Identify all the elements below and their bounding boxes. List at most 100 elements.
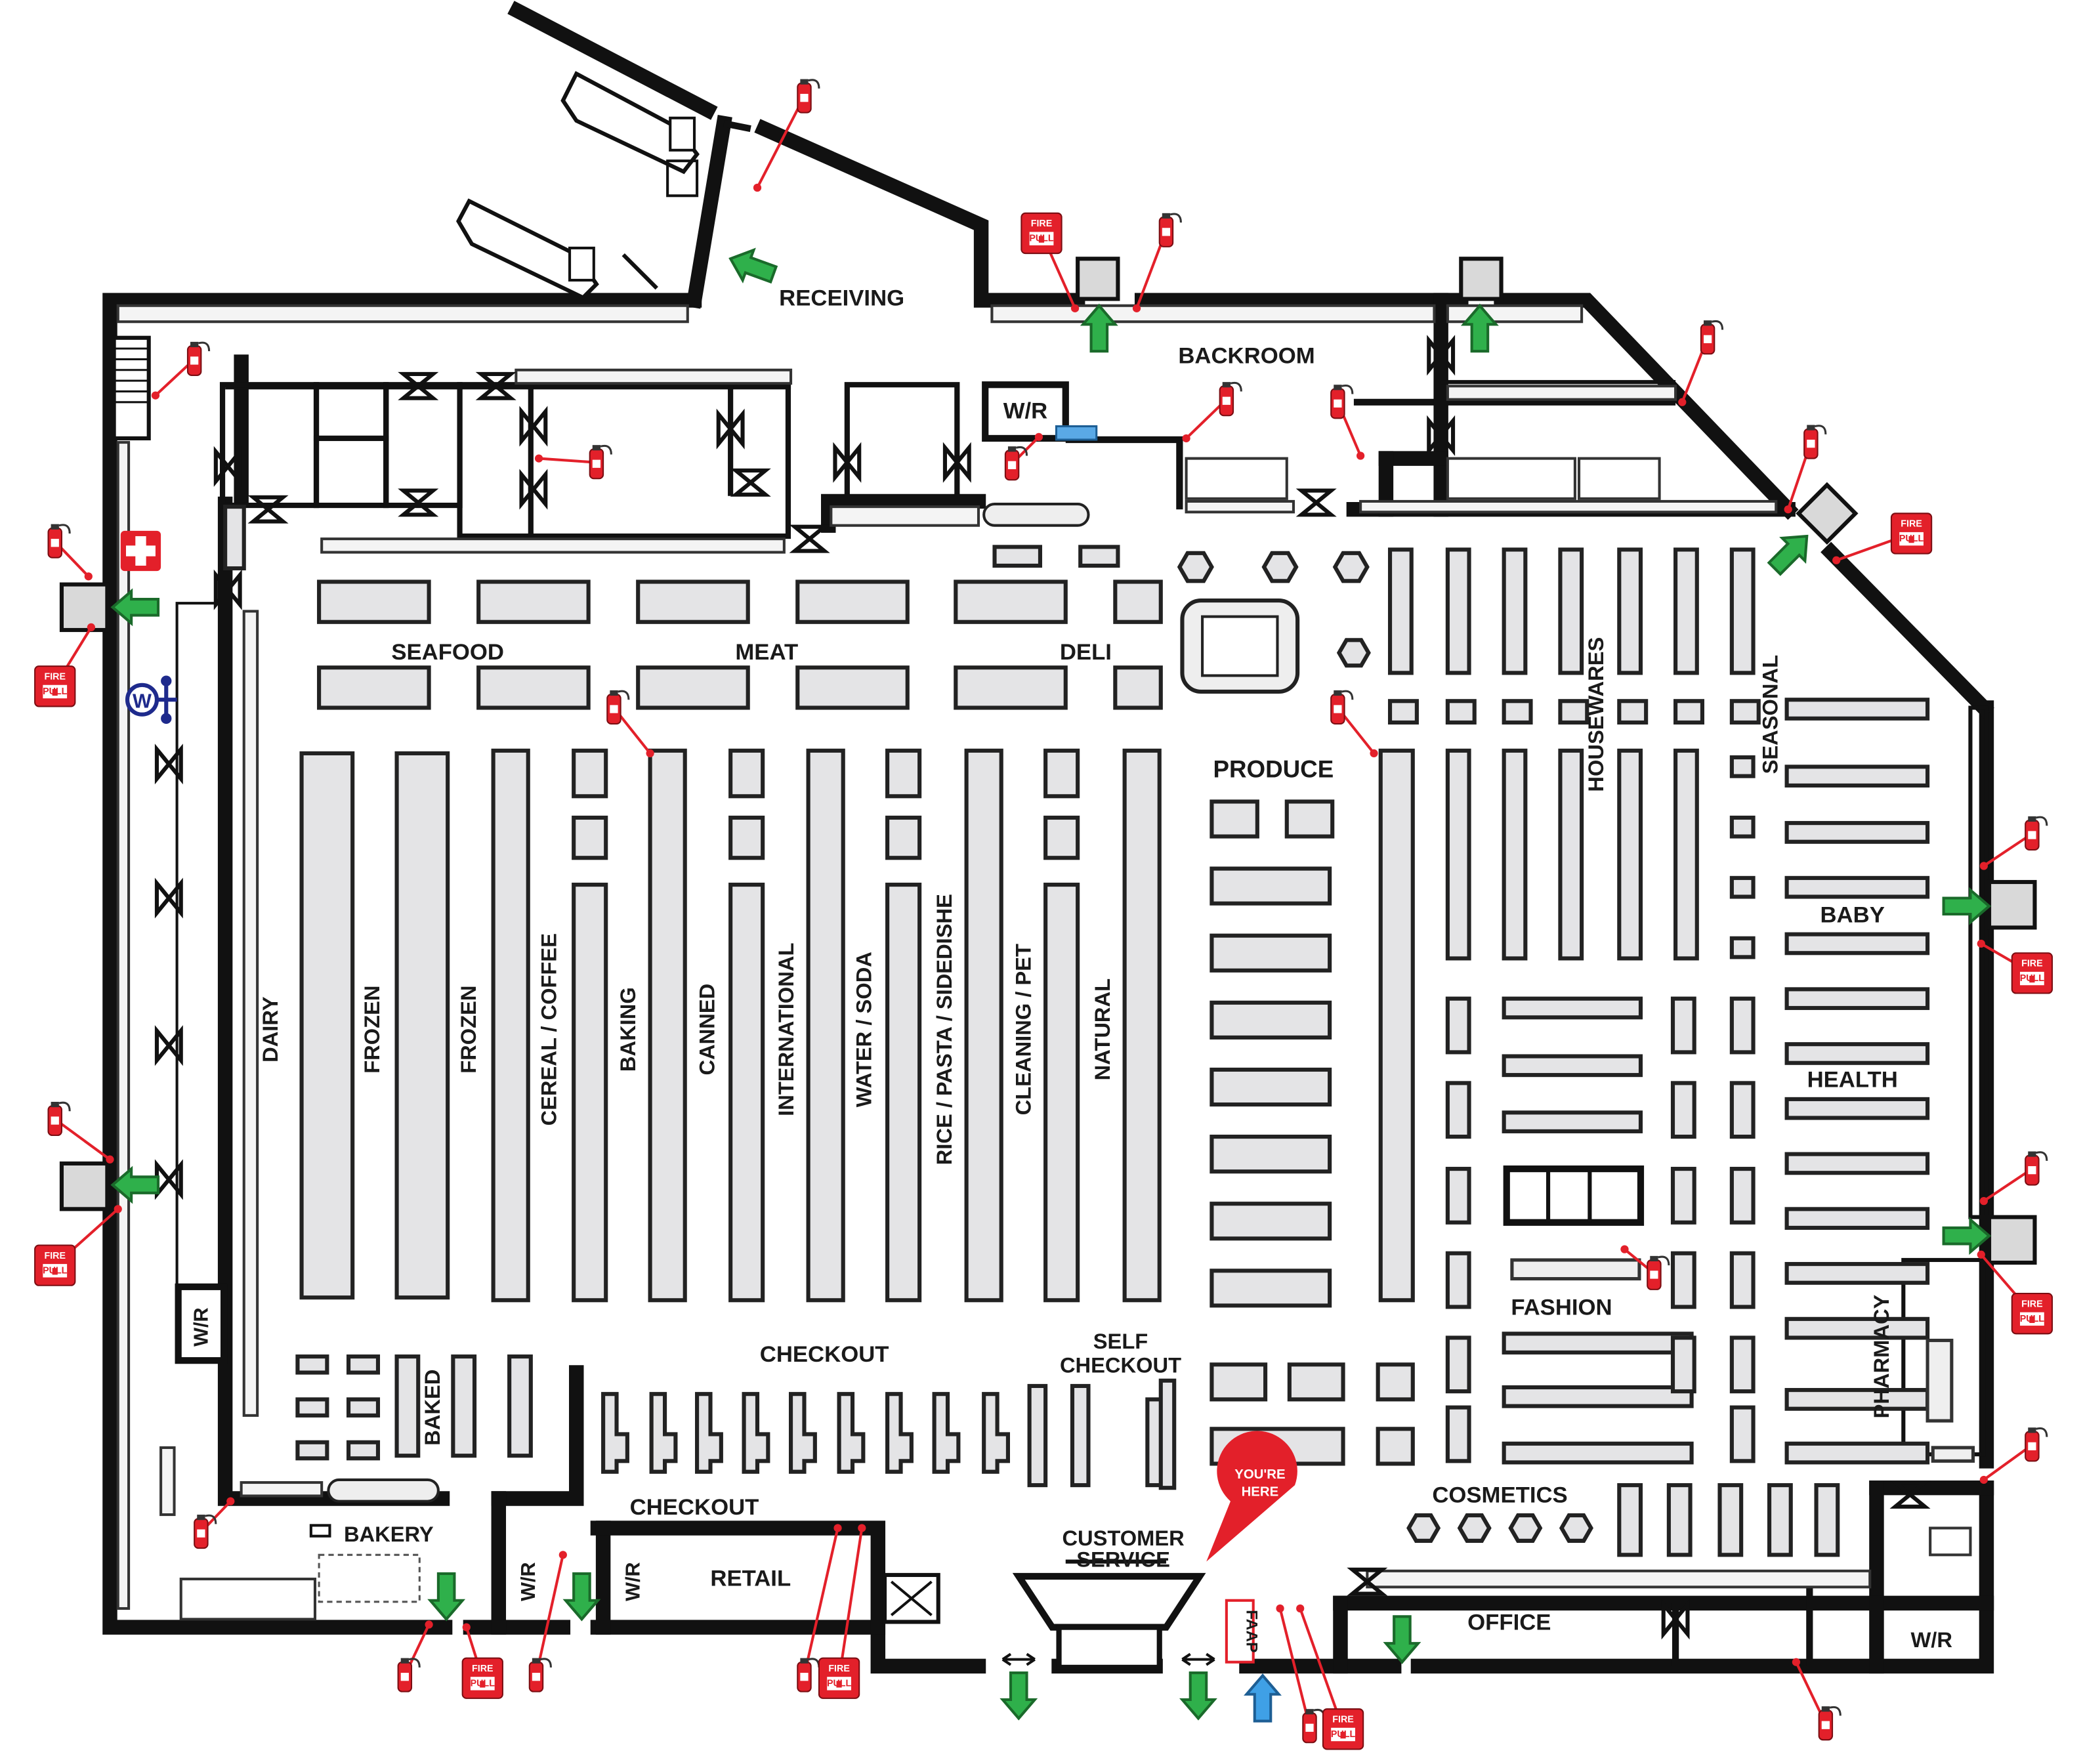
label-backroom: BACKROOM: [1178, 344, 1315, 369]
marker-dot: [1370, 749, 1378, 758]
fixture: [223, 505, 246, 571]
fixture: [1078, 545, 1120, 568]
display-table: [1332, 551, 1370, 583]
fixture: [1445, 1335, 1471, 1394]
produce-table: [1210, 1202, 1332, 1241]
fixture: [992, 545, 1043, 568]
fire-extinguisher-icon: [2024, 1426, 2048, 1462]
fixture: [572, 748, 608, 799]
exit-doors: [59, 257, 2037, 1265]
marker-dot: [114, 1205, 122, 1213]
rack: [1784, 987, 1930, 1011]
fixture: [1445, 1405, 1471, 1463]
marker-dot: [1182, 434, 1190, 443]
aisle-shelf: [1617, 1483, 1643, 1557]
aisle-shelf: [451, 1354, 477, 1458]
fixture: [954, 579, 1068, 624]
fixture: [795, 579, 910, 624]
loading-docks: [456, 71, 700, 301]
label-baked: BAKED: [420, 1370, 444, 1446]
label-office: OFFICE: [1467, 1610, 1551, 1635]
fixture: [1445, 1081, 1471, 1139]
aisle-label: CLEANING / PET: [1011, 944, 1036, 1115]
label-fashion: FASHION: [1511, 1295, 1612, 1320]
fixture: [728, 748, 765, 799]
fire-pull-label: FIRE: [44, 1251, 66, 1261]
fixture: [1673, 699, 1705, 725]
fixture: [1617, 699, 1649, 725]
fixture: [317, 579, 431, 624]
aisle-shelf: [1767, 1483, 1793, 1557]
fixture: [1729, 699, 1761, 725]
exit-arrow-icon: [1003, 1673, 1035, 1718]
fixture: [1284, 799, 1335, 839]
fire-extinguisher-icon: [796, 1657, 820, 1693]
exit-arrow-icon: [1182, 1673, 1214, 1718]
label-baby: BABY: [1820, 902, 1884, 927]
marker-dot: [1977, 939, 1985, 948]
fire-pull-label: PULL: [43, 1265, 68, 1276]
marker-dot: [1678, 398, 1687, 406]
rack: [1784, 765, 1930, 788]
you-are-here-line-1: YOU'RE: [1234, 1467, 1285, 1482]
fire-extinguisher-icon: [606, 689, 630, 725]
rack: [1502, 1054, 1643, 1078]
label-meat: MEAT: [735, 640, 798, 665]
fixture: [1670, 996, 1696, 1055]
produce-table: [1210, 933, 1332, 973]
rack: [1784, 1262, 1930, 1285]
aisle-shelf: [1122, 748, 1162, 1303]
aisle-label: INTERNATIONAL: [774, 943, 798, 1116]
label-self-checkout-1: SELF: [1093, 1329, 1148, 1353]
fire-pull-label: PULL: [1029, 234, 1054, 244]
fixture: [1729, 815, 1756, 839]
exit-arrow-icon: [728, 247, 778, 284]
leader-line: [1983, 832, 2033, 868]
fixture: [1729, 1081, 1756, 1139]
fixture: [1445, 699, 1477, 725]
leader-line: [803, 1528, 839, 1676]
aisle-label: DAIRY: [258, 996, 282, 1062]
checkout-lane: [982, 1392, 1011, 1474]
checkout-lane: [788, 1392, 817, 1474]
checkout-lane: [885, 1392, 914, 1474]
marker-dot: [1034, 432, 1043, 442]
fire-pull-label: PULL: [1899, 534, 1924, 544]
label-self-checkout-2: CHECKOUT: [1060, 1353, 1181, 1377]
label-wr-bottom-1: W/R: [517, 1562, 539, 1601]
fire-extinguisher-icon: [1803, 423, 1827, 460]
fixture: [885, 748, 922, 799]
fixture: [476, 665, 591, 710]
marker-dot: [558, 1551, 567, 1559]
checkout-lane: [601, 1392, 629, 1474]
fixture: [1729, 996, 1756, 1055]
rack: [1784, 1316, 1930, 1340]
rack: [1784, 1152, 1930, 1175]
label-deli: DELI: [1060, 640, 1112, 665]
marker-dot: [1132, 304, 1141, 312]
exit-arrow-icon: [566, 1574, 598, 1619]
checkout-lane: [695, 1392, 723, 1474]
display-table: [1406, 1513, 1441, 1543]
aisle-shelf: [1558, 547, 1584, 675]
fixture: [1670, 1081, 1696, 1139]
you-are-here-line-2: HERE: [1242, 1484, 1279, 1499]
fixture: [1729, 875, 1756, 899]
fire-extinguisher-icon: [1301, 1708, 1326, 1744]
rack: [1784, 1042, 1930, 1065]
label-bakery: BAKERY: [344, 1522, 434, 1546]
aisle-shelf: [728, 883, 765, 1303]
fixture: [295, 1440, 329, 1461]
marker-dot: [534, 454, 543, 463]
aisle-shelf: [1558, 748, 1584, 961]
fire-extinguisher-icon: [1330, 689, 1354, 725]
fixture: [1670, 1335, 1696, 1394]
fire-extinguisher-icon: [2024, 815, 2048, 851]
fire-extinguisher-icon: [528, 1657, 552, 1693]
aisle-shelf: [806, 748, 845, 1303]
fire-extinguisher-icon: [1219, 381, 1242, 417]
aisle-shelf: [1617, 748, 1643, 961]
rack: [1784, 932, 1930, 956]
label-customer-service-2: SERVICE: [1076, 1547, 1170, 1572]
store-fixtures: [223, 505, 1930, 1557]
